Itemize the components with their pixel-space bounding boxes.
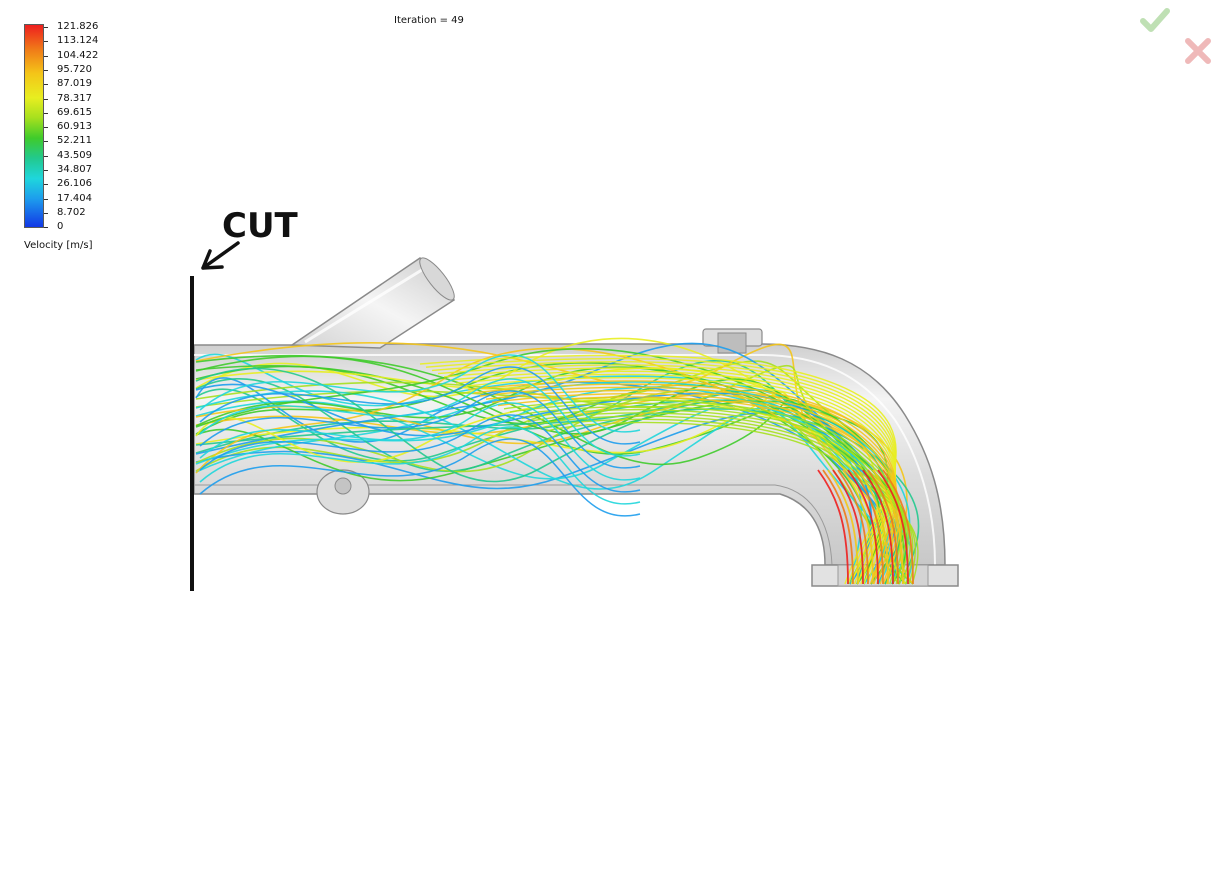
legend-tick-label: 8.702 xyxy=(57,206,86,218)
legend-tick-label: 121.826 xyxy=(57,21,99,32)
streamline xyxy=(857,469,889,585)
legend-tick-label: 87.019 xyxy=(57,78,92,90)
legend-tick-mark xyxy=(44,41,48,43)
legend-tick-label: 60.913 xyxy=(57,121,92,133)
streamline xyxy=(521,409,909,585)
streamline xyxy=(817,469,849,585)
streamline xyxy=(479,386,898,585)
legend-tick-label: 113.124 xyxy=(57,35,99,47)
streamline xyxy=(431,361,897,585)
velocity-legend: 121.826 113.124 104.422 95.720 87.019 78.317 6… xyxy=(0,0,120,260)
streamline xyxy=(837,469,869,585)
streamline xyxy=(877,469,909,585)
streamline xyxy=(539,418,916,585)
streamline xyxy=(199,378,641,457)
streamline xyxy=(842,469,874,585)
streamline xyxy=(882,469,914,585)
legend-tick-mark xyxy=(44,141,48,143)
close-icon xyxy=(1185,38,1211,64)
legend-tick-mark xyxy=(44,69,48,71)
streamline xyxy=(852,469,884,585)
legend-tick-label: 17.404 xyxy=(57,192,92,204)
iteration-counter: Iteration = 49 xyxy=(394,15,464,26)
legend-tick-mark xyxy=(44,27,48,28)
streamline xyxy=(419,354,897,585)
streamline xyxy=(199,354,641,433)
streamline xyxy=(195,342,885,585)
streamline xyxy=(199,402,641,481)
legend-tick-mark xyxy=(44,55,48,57)
legend-tick-mark xyxy=(44,112,48,114)
legend-tick-mark xyxy=(44,155,48,157)
streamline xyxy=(195,390,891,585)
legend-tick-label: 95.720 xyxy=(57,63,92,75)
streamline xyxy=(199,438,641,517)
legend-tick-mark xyxy=(44,127,48,129)
streamline xyxy=(437,364,897,585)
legend-tick-mark xyxy=(44,198,48,200)
legend-tick-label: 104.422 xyxy=(57,49,99,61)
legend-tick-label: 78.317 xyxy=(57,92,92,104)
legend-tick-mark xyxy=(44,98,48,100)
streamline xyxy=(449,370,896,585)
legend-tick-label: 26.106 xyxy=(57,178,92,190)
streamline xyxy=(195,383,873,585)
streamline xyxy=(473,383,898,585)
cut-annotation: CUT xyxy=(190,206,299,591)
streamline xyxy=(491,393,900,585)
branch-tube xyxy=(289,256,456,349)
streamline xyxy=(827,469,859,585)
streamline xyxy=(862,469,894,585)
streamline xyxy=(199,366,641,445)
cut-label: CUT xyxy=(222,206,299,246)
legend-tick-label: 52.211 xyxy=(57,135,92,147)
streamline xyxy=(847,469,879,585)
streamline xyxy=(867,469,899,585)
bottom-boss xyxy=(316,469,370,515)
streamline xyxy=(497,396,902,585)
streamline xyxy=(822,469,854,585)
cut-arrow xyxy=(201,241,240,270)
streamline xyxy=(455,373,897,585)
streamline xyxy=(832,469,864,585)
legend-tick-label: 0 xyxy=(57,221,64,233)
cancel-button[interactable] xyxy=(1183,36,1213,66)
legend-tick-label: 34.807 xyxy=(57,164,92,175)
checkmark-icon xyxy=(1140,8,1170,32)
ok-button[interactable] xyxy=(1140,5,1170,35)
streamline xyxy=(872,469,904,585)
streamline xyxy=(199,390,641,469)
legend-tick-mark xyxy=(44,84,48,86)
streamline xyxy=(515,405,907,585)
legend-tick-label: 43.509 xyxy=(57,149,92,161)
sensor-boss xyxy=(702,328,763,354)
streamlines xyxy=(195,337,920,585)
legend-title: Velocity [m/s] xyxy=(24,240,93,251)
streamline xyxy=(199,414,641,493)
legend-color-bar xyxy=(24,24,44,228)
streamline xyxy=(533,415,914,585)
legend-tick-label: 69.615 xyxy=(57,106,92,118)
legend-tick-mark xyxy=(44,170,48,171)
legend-tick-mark xyxy=(44,184,48,186)
streamline xyxy=(199,426,641,505)
legend-tick-mark xyxy=(44,227,48,229)
streamline xyxy=(545,421,919,585)
legend-tick-mark xyxy=(44,212,48,214)
